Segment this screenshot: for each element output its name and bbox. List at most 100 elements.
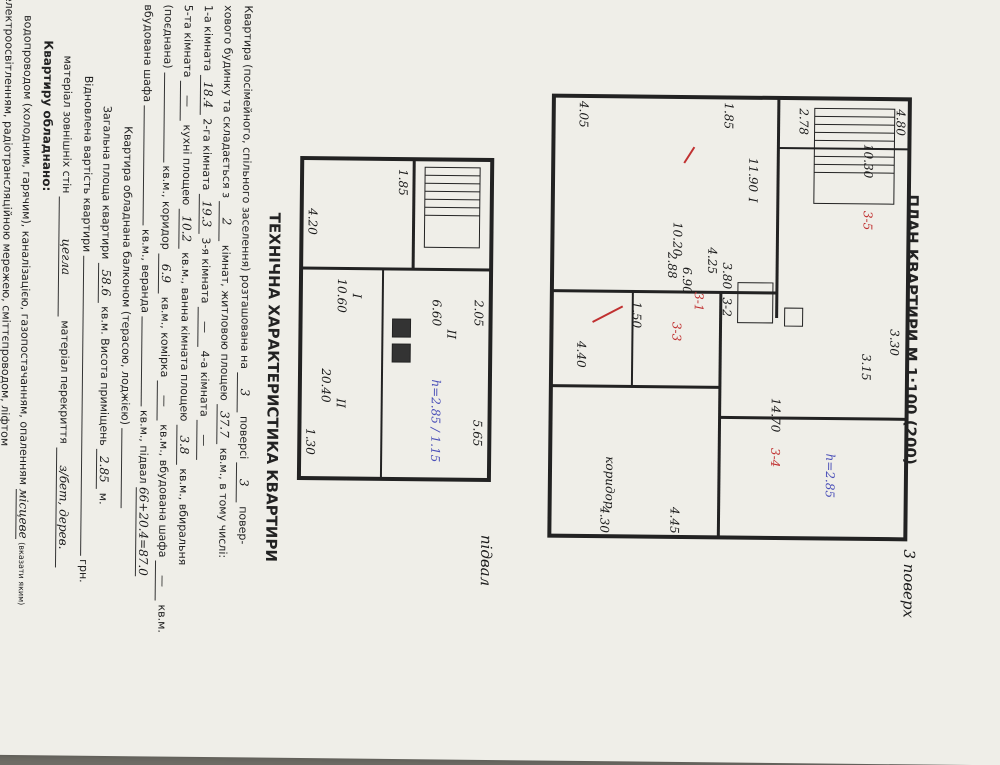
upper-wall-3 — [716, 292, 723, 538]
walls-value: цегла — [57, 196, 74, 317]
lower-room-num-1: II — [334, 397, 348, 408]
plan-lower: 20.40 II 6.60 II 10.60 I h=2.85 / 1.15 1… — [296, 155, 495, 482]
upper-outer-walls — [547, 93, 912, 542]
blank — [142, 105, 145, 226]
lower-wall-2 — [411, 159, 416, 270]
form-text: кухні площею — [179, 124, 194, 206]
closet-value: — — [156, 380, 172, 421]
form-text: кв.м. — [155, 604, 169, 633]
form-line-4: 5-та кімната — кухні площею 10.2 кв.м., … — [175, 5, 196, 566]
form-note: (вказати яким) — [16, 542, 27, 606]
height-value: 2.85 — [95, 449, 112, 490]
upper-room-num-4: 3-4 — [768, 448, 782, 467]
upper-dim-3: 2.78 — [797, 107, 811, 135]
form-line-10: матеріал зовнішніх стін цегла матеріал п… — [54, 55, 75, 568]
form-text: Відновлена вартість квартири — [80, 75, 96, 253]
upper-dim-11: 1.85 — [722, 102, 736, 129]
stove-marker-1 — [592, 305, 624, 323]
upper-dim-10: 2.88 — [665, 251, 679, 279]
form-text: (поєднана) — [161, 4, 175, 69]
upper-dim-5: 4.40 — [574, 340, 588, 368]
form-text: кв.м., комірка — [157, 296, 172, 378]
form-line-3: 1-а кімната 18.4 2-га кімната 19.3 3-я к… — [196, 4, 216, 461]
form-text: вбудована шафа — [140, 4, 155, 103]
form-text: Квартира обладнана балконом (терасою, ло… — [118, 126, 135, 426]
form-text: матеріал зовнішніх стін — [59, 55, 75, 194]
corridor-value: 6.9 — [157, 253, 174, 294]
form-text: електроосвітленням, радіотрансляційною м… — [0, 0, 16, 447]
stove-marker-2 — [683, 146, 696, 164]
form-text: кв.м., вбудована шафа — [156, 424, 171, 558]
form-text: 2-га кімната — [199, 118, 214, 191]
form-equip-heading: Квартиру обладнано: — [39, 40, 56, 192]
upper-wall-1 — [775, 97, 781, 318]
floors-total-value: 3 — [235, 462, 252, 503]
form-line-7: Квартира обладнана балконом (терасою, ло… — [118, 126, 135, 509]
upper-room-num-2: 3-3 — [669, 322, 683, 342]
form-line-1: Квартира (посімейного, спільного заселен… — [235, 5, 256, 544]
upper-dim-6: 4.30 — [597, 505, 611, 533]
upper-dim-1: 4.45 — [667, 506, 681, 534]
form-text: повер- — [236, 506, 250, 545]
total-value: 58.6 — [97, 262, 114, 303]
heating-value: місцеве — [15, 488, 31, 539]
lower-room-area-1: 20.40 — [319, 367, 333, 403]
stove-left — [784, 307, 804, 327]
form-line-8: Загальна площа квартири 58.6 кв.м. Висот… — [95, 106, 115, 505]
upper-room-num-1: 3-5 — [861, 211, 875, 230]
rooms-count-value: 2 — [218, 201, 234, 242]
upper-height-note: h=2.85 — [823, 453, 837, 498]
upper-wall-6 — [630, 291, 634, 387]
upper-dim-8: 3.15 — [859, 354, 873, 381]
upper-wall-2 — [551, 289, 777, 295]
form-text: грн. — [76, 559, 91, 583]
form-text: кв.м., ванна кімната площею — [177, 252, 193, 422]
lower-outer-walls — [296, 155, 495, 482]
upper-dim-4: 4.05 — [577, 100, 591, 128]
form-text: кімнат, житловою площею — [217, 244, 233, 401]
lower-wall-3 — [379, 268, 385, 479]
blank — [140, 316, 143, 407]
form-line-12: електроосвітленням, радіотрансляційною м… — [0, 0, 16, 446]
room1-value: 18.4 — [199, 74, 216, 115]
form-text: 5-та кімната — [181, 4, 195, 78]
lower-dim-1: 1.85 — [396, 169, 410, 196]
room5-value: — — [179, 80, 196, 122]
form-text: поверсі — [237, 415, 251, 460]
room3-value: — — [197, 306, 213, 348]
form-text: кв.м., в тому числі: — [216, 447, 231, 559]
stair-steps — [814, 115, 895, 174]
lower-dim-4: 1.30 — [303, 428, 317, 455]
floor-note: 3 поверх — [899, 549, 919, 619]
room2-value: 19.3 — [198, 193, 214, 234]
form-text: кв.м., вбиральня — [175, 468, 191, 566]
upper-corridor: коридор — [603, 456, 618, 509]
form-text: кв.м. Висота приміщень — [97, 306, 112, 446]
lower-stove-1 — [391, 318, 412, 338]
upper-wall-5 — [719, 415, 907, 421]
lower-room-area-3: 10.60 — [335, 278, 349, 313]
form-line-5: (поєднана) кв.м., коридор 6.9 кв.м., ком… — [154, 5, 176, 633]
lower-room-area-2: 6.60 — [430, 299, 444, 326]
form-text: 1-а кімната — [201, 4, 215, 72]
form-line-6: вбудована шафа кв.м., веранда кв.м., під… — [134, 4, 156, 576]
upper-room-area-4: 14.70 — [768, 398, 782, 433]
upper-wall-4 — [550, 384, 720, 389]
bathtub — [737, 282, 774, 324]
form-text: хового будинку та складається з — [219, 5, 235, 199]
living-area-value: 37.7 — [216, 404, 232, 445]
upper-dim-2: 4.80 — [894, 108, 908, 136]
form-text: 3-я кімната — [198, 237, 213, 304]
kitchen-value: 10.2 — [178, 208, 194, 249]
upper-room-area-5: 6.90 — [680, 267, 694, 294]
cellar-value: 66+20.4=87.0 — [134, 486, 151, 576]
lower-wall-1 — [301, 266, 492, 272]
lower-room-num-3: I — [350, 293, 364, 299]
upper-room-num-6: 3-2 — [720, 297, 734, 316]
blank — [80, 255, 85, 556]
ceiling-value: з/бет, дерев. — [54, 447, 72, 568]
upper-room-num-3: I — [746, 197, 760, 203]
blank — [120, 428, 123, 509]
form-text: Квартира (посімейного, спільного заселен… — [238, 5, 255, 370]
blank — [163, 72, 166, 163]
